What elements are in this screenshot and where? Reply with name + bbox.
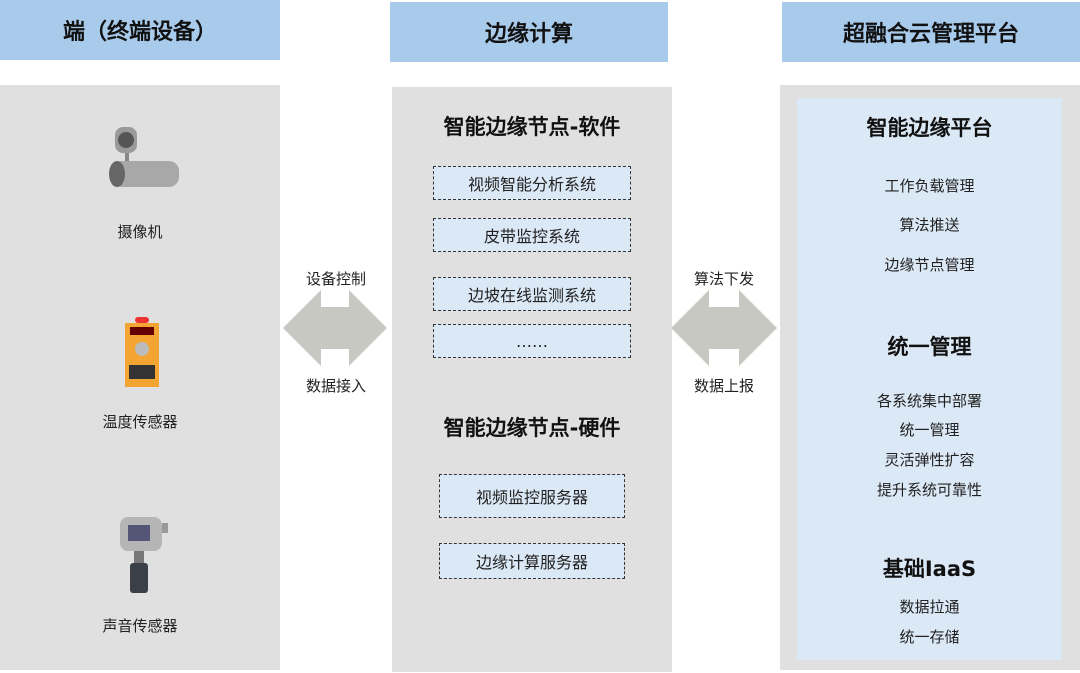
terminal-header-text: 端（终端设备） [62,20,217,45]
section-item: 算法推送 [899,216,960,234]
arrow-label-top: 设备控制 [305,270,366,288]
software-item: …… [433,324,631,358]
terminal-panel: 摄像机 温度传感器 声音传感器 [0,85,280,670]
device-label: 摄像机 [117,223,163,241]
edge-header-text: 边缘计算 [484,22,573,47]
arrow-label-top: 算法下发 [693,270,754,288]
section-item: 工作负载管理 [884,177,975,195]
edge-panel: 智能边缘节点-软件 视频智能分析系统 皮带监控系统 边坡在线监测系统 …… 智能… [392,87,672,672]
section-item: 提升系统可靠性 [876,481,982,499]
section-item: 各系统集中部署 [876,392,982,410]
device-label: 温度传感器 [102,413,178,431]
cloud-header-text: 超融合云管理平台 [842,22,1019,47]
software-item: 视频智能分析系统 [433,166,631,200]
hardware-item: 边缘计算服务器 [439,543,625,579]
camera-icon [109,127,179,187]
hardware-title: 智能边缘节点-硬件 [443,416,621,440]
terminal-header: 端（终端设备） [0,0,280,60]
software-item: 皮带监控系统 [433,218,631,252]
section-item: 边缘节点管理 [884,256,975,274]
section-item: 统一管理 [899,421,960,439]
edge-header: 边缘计算 [390,2,668,62]
sound-sensor-icon [120,517,168,593]
device-label: 声音传感器 [102,617,178,635]
software-item: 边坡在线监测系统 [433,277,631,311]
section-item: 灵活弹性扩容 [884,451,975,469]
software-title: 智能边缘节点-软件 [443,115,621,139]
section-title: 智能边缘平台 [866,116,993,140]
temperature-sensor-icon [125,317,159,387]
cloud-header: 超融合云管理平台 [782,2,1080,62]
arrow-label-bottom: 数据上报 [693,377,754,395]
arrow-label-bottom: 数据接入 [305,377,366,395]
section-title: 统一管理 [887,335,972,359]
double-arrow-icon [283,290,387,366]
cloud-inner-box: 智能边缘平台 工作负载管理 算法推送 边缘节点管理 统一管理 各系统集中部署 统… [797,98,1062,660]
section-title: 基础IaaS [882,557,977,581]
hardware-item: 视频监控服务器 [439,474,625,518]
section-item: 数据拉通 [899,598,960,616]
section-item: 统一存储 [899,628,960,646]
double-arrow-icon [671,290,777,366]
